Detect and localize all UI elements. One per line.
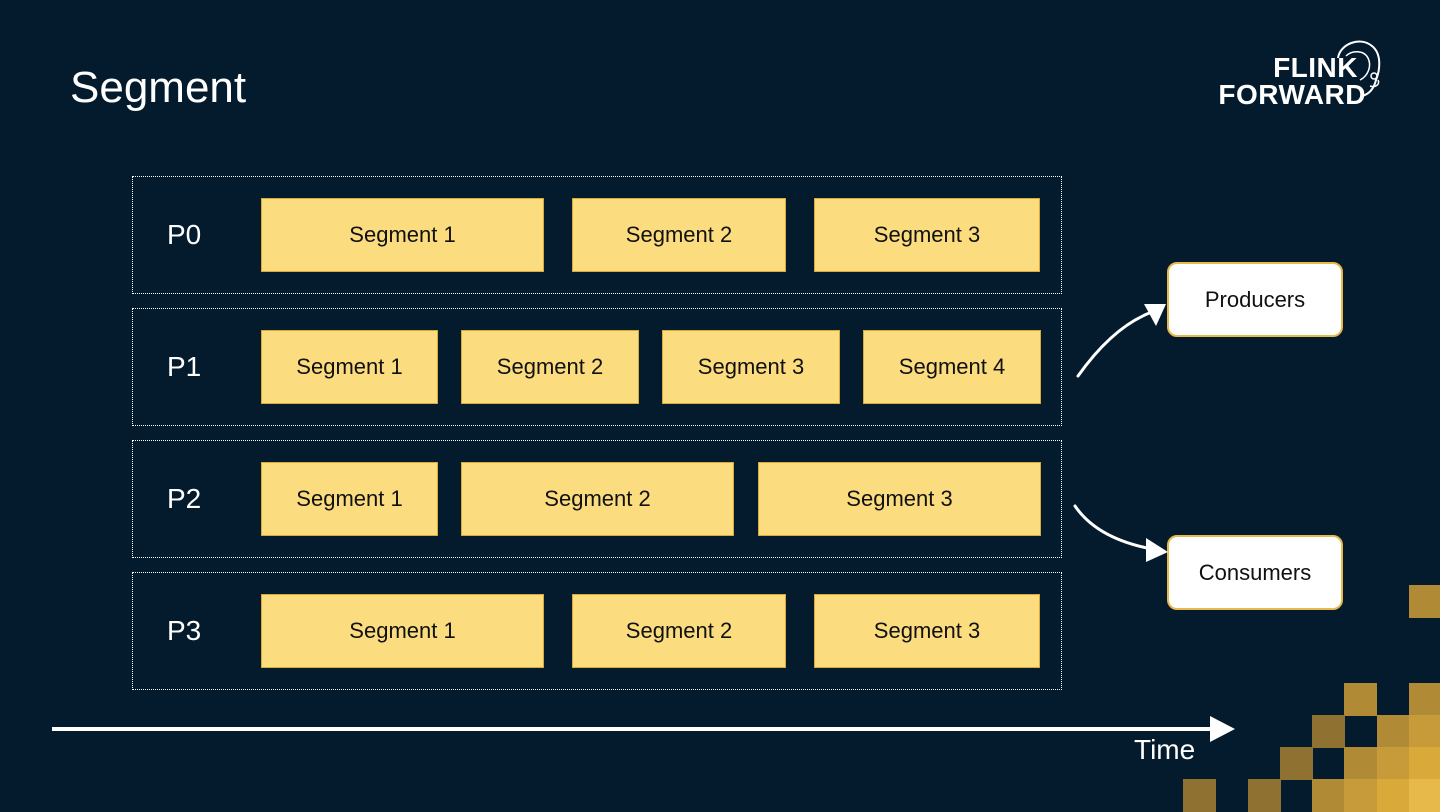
consumers-box: Consumers [1167,535,1343,610]
segment-box: Segment 2 [461,330,639,404]
segment-box: Segment 2 [572,198,786,272]
segment-box: Segment 1 [261,462,438,536]
consumers-arrowhead [1146,538,1168,562]
segment-box: Segment 3 [662,330,840,404]
segment-box: Segment 1 [261,594,544,668]
partition-row-p2: P2 Segment 1 Segment 2 Segment 3 [132,440,1062,558]
partition-row-p3: P3 Segment 1 Segment 2 Segment 3 [132,572,1062,690]
segment-box: Segment 2 [572,594,786,668]
segment-box: Segment 3 [758,462,1041,536]
partition-label: P1 [167,351,202,382]
logo-line-2: FORWARD [1218,79,1366,110]
segment-box: Segment 1 [261,198,544,272]
segment-box: Segment 1 [261,330,438,404]
partition-label: P2 [167,483,202,514]
segment-box: Segment 3 [814,594,1040,668]
producers-box: Producers [1167,262,1343,337]
logo-line-1: FLINK [1273,52,1358,83]
segment-box: Segment 4 [863,330,1041,404]
partition-row-p1: P1 Segment 1 Segment 2 Segment 3 Segment… [132,308,1062,426]
time-axis-arrowhead [1210,716,1235,742]
partition-row-p0: P0 Segment 1 Segment 2 Segment 3 [132,176,1062,294]
consumers-arrow [1073,504,1154,551]
producers-arrowhead [1144,304,1166,326]
time-axis-label: Time [1134,734,1196,765]
partition-label: P0 [167,219,202,250]
segment-box: Segment 3 [814,198,1040,272]
segment-box: Segment 2 [461,462,734,536]
producers-arrow [1076,310,1154,378]
flink-forward-logo: FLINK FORWARD [1200,36,1390,116]
slide-title: Segment [70,63,247,112]
partition-label: P3 [167,615,202,646]
squirrel-icon [1337,40,1381,97]
